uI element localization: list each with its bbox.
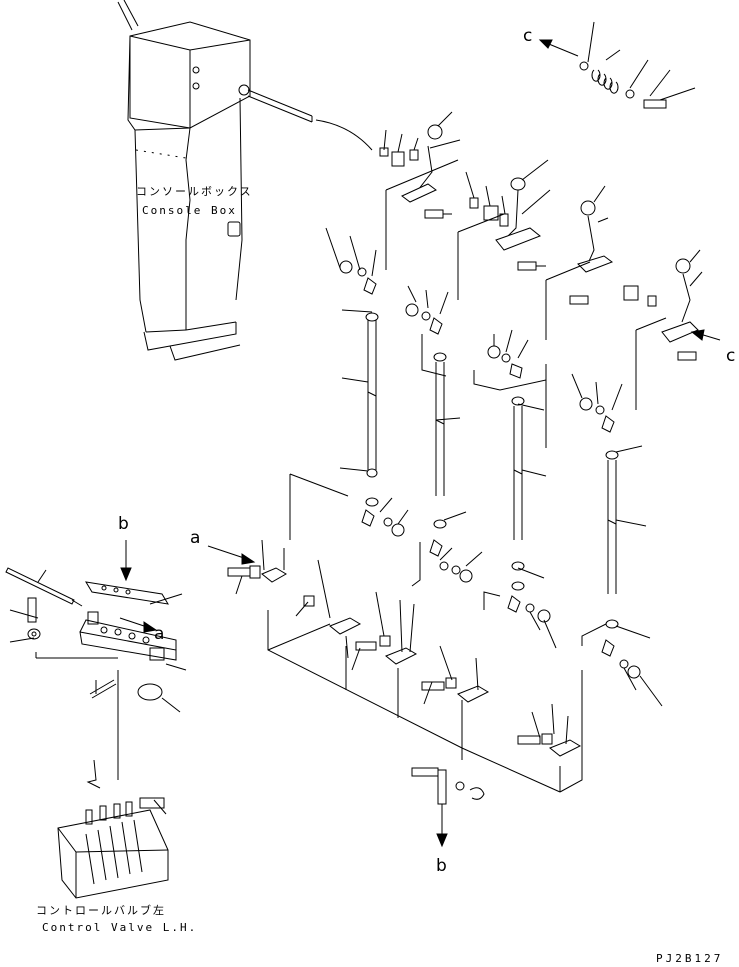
- view-b-label-bottom: b: [436, 856, 447, 876]
- control-plate-assembly: [5, 567, 187, 780]
- drawing-code: PJ2B127: [656, 952, 724, 965]
- lever-assembly-3: [569, 200, 657, 307]
- rod-2: [405, 285, 483, 583]
- rod-4: [571, 373, 663, 707]
- view-c-label-top: c: [523, 26, 533, 46]
- spring-pack: [579, 61, 667, 109]
- view-a-label-plate: a: [154, 624, 165, 644]
- leader-lines-top: [383, 21, 703, 287]
- control-valve: [57, 759, 169, 899]
- rod-1: [325, 227, 409, 537]
- console-box-label-en: Console Box: [142, 204, 237, 217]
- view-b-label-top: b: [118, 514, 129, 534]
- view-a-label-left: a: [190, 528, 201, 548]
- view-c-label-right: c: [726, 346, 736, 366]
- control-valve-label-en: Control Valve L.H.: [42, 921, 198, 934]
- view-arrows: [119, 39, 721, 848]
- console-box-label-jp: コンソールボックス: [136, 185, 253, 198]
- control-cable: [238, 84, 373, 151]
- console-box: [117, 0, 251, 361]
- pivot-pin: [411, 767, 485, 805]
- lever-assembly-4: [661, 258, 699, 361]
- guide-lines: [267, 159, 667, 793]
- control-valve-label-jp: コントロールバルブ左: [36, 904, 166, 917]
- lever-assembly-1: [379, 124, 452, 219]
- lower-linkage: [227, 539, 582, 757]
- rod-3: [487, 329, 557, 649]
- lever-assembly-2: [469, 177, 546, 271]
